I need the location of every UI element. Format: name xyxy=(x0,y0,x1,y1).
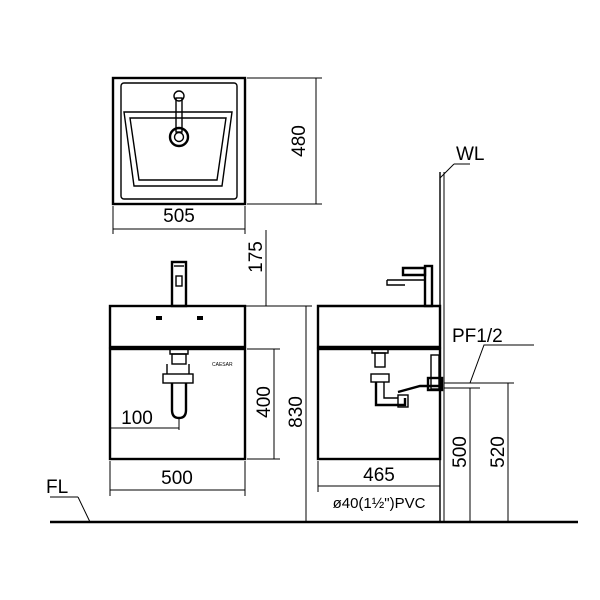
overflow-right-icon xyxy=(197,316,203,320)
front-width-label: 500 xyxy=(161,468,193,489)
drain-inner xyxy=(173,131,185,143)
top-width-label: 505 xyxy=(163,206,195,227)
pipe-spec-label: ø40(1½")PVC xyxy=(333,495,426,512)
front-basin xyxy=(108,304,247,349)
side-drain-pipe xyxy=(397,384,440,394)
drain-outer xyxy=(168,126,190,148)
side-view: WL PF1/2 465 ø40(1½")PVC 500 xyxy=(316,144,534,522)
side-depth-label: 465 xyxy=(363,465,395,486)
basin-bowl xyxy=(123,111,233,187)
side-cabinet xyxy=(316,347,442,461)
top-depth-label: 480 xyxy=(289,125,310,157)
trap-nut xyxy=(162,373,194,384)
floor: FL xyxy=(46,477,578,524)
front-cabinet xyxy=(108,347,247,461)
faucet-handle-icon xyxy=(175,275,183,287)
side-basin xyxy=(316,304,442,349)
pipe-label: PF1/2 xyxy=(452,326,503,347)
drain-offset-label: 100 xyxy=(121,408,153,429)
faucet-body xyxy=(170,260,188,308)
supply-height-label: 520 xyxy=(488,436,509,468)
faucet-height-label: 175 xyxy=(246,241,267,273)
angle-valve-icon xyxy=(426,376,444,392)
p-trap xyxy=(170,383,188,420)
faucet-hole xyxy=(173,90,185,102)
supply-hose xyxy=(430,354,440,390)
front-view: CAESAR 100 500 175 400 830 xyxy=(108,230,312,522)
basin-rim xyxy=(120,82,238,200)
top-view: 505 480 xyxy=(111,76,322,234)
brand-logo: CAESAR xyxy=(212,362,233,368)
wall-label: WL xyxy=(456,144,485,165)
drain-height-label: 500 xyxy=(450,436,471,468)
cabinet-height-label: 400 xyxy=(254,386,275,418)
side-trap-pipe xyxy=(374,382,407,407)
floor-label: FL xyxy=(46,477,68,498)
total-height-label: 830 xyxy=(286,396,307,428)
overflow-left-icon xyxy=(156,316,162,320)
side-faucet-handle xyxy=(401,266,427,277)
basin-outline xyxy=(111,76,247,206)
basin-bowl-inner xyxy=(129,117,227,181)
